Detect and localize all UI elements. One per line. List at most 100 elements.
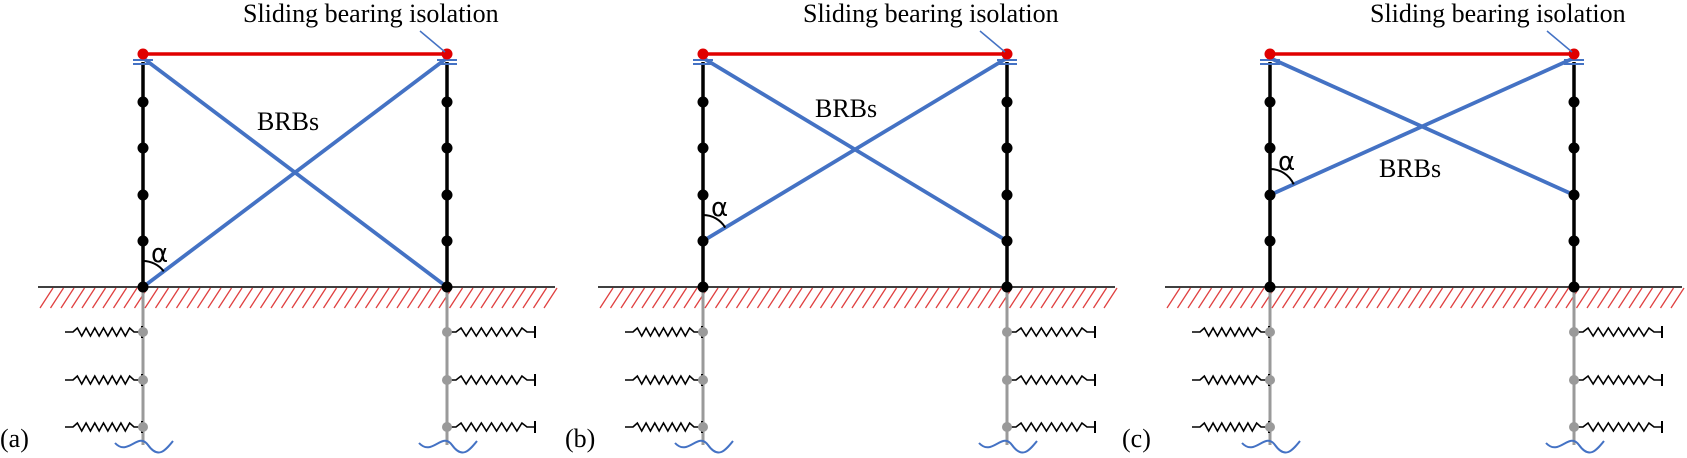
ground-hatch: [903, 287, 919, 309]
ground-hatch: [427, 287, 443, 309]
ground-hatch: [1187, 287, 1202, 309]
ground-hatch: [459, 287, 474, 309]
column-node: [441, 235, 453, 247]
column-node: [441, 142, 453, 154]
ground-hatch: [165, 287, 180, 309]
column-node: [1264, 189, 1276, 201]
ground-hatch: [91, 287, 107, 309]
ground-hatch: [1397, 287, 1412, 309]
ground-hatch: [1449, 287, 1465, 309]
soil-spring-left: [65, 374, 142, 386]
ground-hatch: [830, 287, 845, 309]
pile-node: [1569, 422, 1579, 432]
column-node: [441, 96, 453, 108]
ground-hatch: [966, 287, 982, 309]
ground-hatch: [735, 287, 751, 309]
ground-hatch: [1670, 287, 1685, 309]
soil-spring-right: [1008, 374, 1095, 386]
soil-spring-right: [448, 421, 535, 433]
column-node: [441, 189, 453, 201]
ground-hatch: [1386, 287, 1402, 309]
ground-hatch: [1061, 287, 1076, 309]
pile-node: [1265, 375, 1275, 385]
ground-hatch: [767, 287, 782, 309]
ground-hatch: [609, 287, 625, 309]
ground-hatch: [364, 287, 380, 309]
ground-hatch: [186, 287, 201, 309]
bearing-label-leader: [979, 30, 1006, 53]
brace-label: BRBs: [257, 107, 319, 136]
ground-hatch: [49, 287, 65, 309]
angle-arc: [142, 260, 165, 272]
ground-hatch: [396, 287, 411, 309]
panel-c: Sliding bearing isolation BRBs α (c): [1122, 0, 1685, 454]
ground-hatch: [123, 287, 138, 309]
pile-node: [442, 375, 452, 385]
ground-hatch: [1617, 287, 1633, 309]
ground-hatch: [1523, 287, 1538, 309]
panel-tag: (b): [565, 424, 595, 453]
soil-spring-left: [625, 374, 702, 386]
pile-cut-wave: [1545, 439, 1605, 454]
ground-hatch: [777, 287, 793, 309]
soil-spring-right: [1008, 326, 1095, 338]
ground-hatch: [630, 287, 646, 309]
column-node: [1264, 281, 1276, 293]
ground-hatch: [882, 287, 898, 309]
panel-tag: (a): [0, 424, 29, 453]
ground-hatch: [935, 287, 950, 309]
pile-node: [1569, 327, 1579, 337]
ground-hatch: [840, 287, 856, 309]
pile-node: [1002, 422, 1012, 432]
column-node: [697, 189, 709, 201]
ground-hatch: [945, 287, 961, 309]
pile-node: [138, 422, 148, 432]
column-node: [137, 281, 149, 293]
beam-pin-left: [137, 48, 149, 60]
ground-hatch: [956, 287, 971, 309]
soil-spring-right: [448, 374, 535, 386]
column-node: [1001, 189, 1013, 201]
ground-hatch: [914, 287, 929, 309]
column-node: [1001, 142, 1013, 154]
ground-hatch: [1050, 287, 1066, 309]
ground-hatch: [1376, 287, 1391, 309]
ground-hatch: [1302, 287, 1318, 309]
ground-hatch: [490, 287, 506, 309]
ground-hatch: [532, 287, 548, 309]
column-node: [441, 281, 453, 293]
column-node: [1568, 235, 1580, 247]
ground-hatch: [1313, 287, 1328, 309]
angle-label: α: [1278, 147, 1295, 177]
frame-structure: [598, 30, 1118, 454]
ground-hatch: [207, 287, 222, 309]
ground-hatch: [144, 287, 159, 309]
panel-a: Sliding bearing isolation BRBs α (a): [0, 0, 558, 454]
bearing-label-leader: [419, 30, 446, 53]
angle-label: α: [711, 193, 728, 223]
ground-hatch: [599, 287, 614, 309]
ground-hatch: [1365, 287, 1381, 309]
ground-hatch: [112, 287, 128, 309]
beam-pin-left: [1264, 48, 1276, 60]
ground-hatch: [1554, 287, 1570, 309]
pile-node: [1002, 375, 1012, 385]
ground-hatch: [1166, 287, 1181, 309]
pile-node: [138, 375, 148, 385]
ground-hatch: [81, 287, 96, 309]
ground-hatch: [301, 287, 317, 309]
ground-hatch: [1229, 287, 1244, 309]
pile-node: [1569, 375, 1579, 385]
ground-hatch: [861, 287, 877, 309]
ground-hatch: [522, 287, 537, 309]
ground-hatch: [1512, 287, 1528, 309]
ground-hatch: [1008, 287, 1024, 309]
ground-hatch: [683, 287, 698, 309]
pile-node: [138, 327, 148, 337]
soil-spring-right: [448, 326, 535, 338]
ground-hatch: [354, 287, 369, 309]
ground-hatch: [1218, 287, 1234, 309]
ground-hatch: [1323, 287, 1339, 309]
ground-hatch: [1470, 287, 1486, 309]
